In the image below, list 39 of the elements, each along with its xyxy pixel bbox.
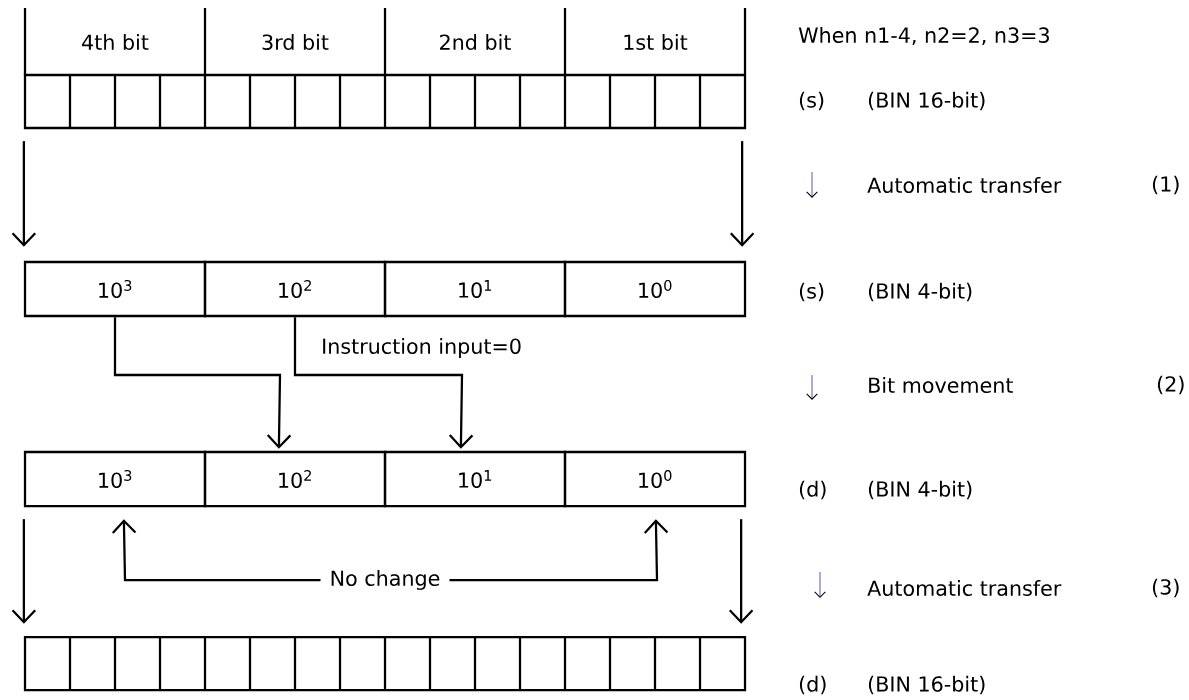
step-number: (2) — [1157, 375, 1184, 395]
format-label: (BIN 16-bit) — [868, 91, 985, 111]
step-label: Automatic transfer — [867, 580, 1062, 596]
digit-cell: 10$^{3}$ — [23, 260, 207, 318]
step-number: (3) — [1152, 578, 1179, 598]
arrow — [729, 519, 754, 624]
digit-cell: 10$^{0}$ — [563, 260, 747, 318]
arrow — [449, 519, 669, 582]
format-label: (BIN 16-bit) — [868, 675, 985, 695]
arrow — [730, 141, 755, 247]
register-bar — [23, 73, 747, 130]
register-bar — [23, 635, 747, 692]
step-label: Bit movement — [869, 377, 1013, 393]
format-label: (BIN 4-bit) — [868, 480, 972, 500]
arrow — [11, 519, 37, 624]
column-heading: 4th bit — [82, 34, 149, 50]
arrow — [293, 317, 474, 449]
column-heading: 3rd bit — [262, 34, 329, 50]
note-text: When n1-4, n2=2, n3=3 — [798, 26, 1049, 46]
digit-cell: 10$^{3}$ — [23, 450, 207, 508]
digit-cell: 10$^{1}$ — [383, 450, 567, 508]
operand-label: (s) — [799, 91, 824, 111]
arrow — [11, 141, 37, 247]
digit-cell: 10$^{0}$ — [563, 450, 747, 508]
column-heading: 2nd bit — [440, 34, 511, 50]
note-text: No change — [331, 570, 440, 590]
step-label: Automatic transfer — [867, 177, 1062, 193]
digit-cell: 10$^{1}$ — [383, 260, 567, 318]
arrow — [113, 317, 292, 449]
digit-cell: 10$^{2}$ — [203, 260, 387, 318]
operand-label: (d) — [799, 480, 826, 500]
note-text: Instruction input=0 — [323, 338, 521, 358]
arrow — [111, 519, 321, 582]
operand-label: (d) — [799, 675, 826, 695]
column-heading: 1st bit — [624, 34, 688, 50]
format-label: (BIN 4-bit) — [868, 282, 972, 302]
operand-label: (s) — [799, 282, 824, 302]
digit-cell: 10$^{2}$ — [203, 450, 387, 508]
step-number: (1) — [1152, 175, 1179, 195]
